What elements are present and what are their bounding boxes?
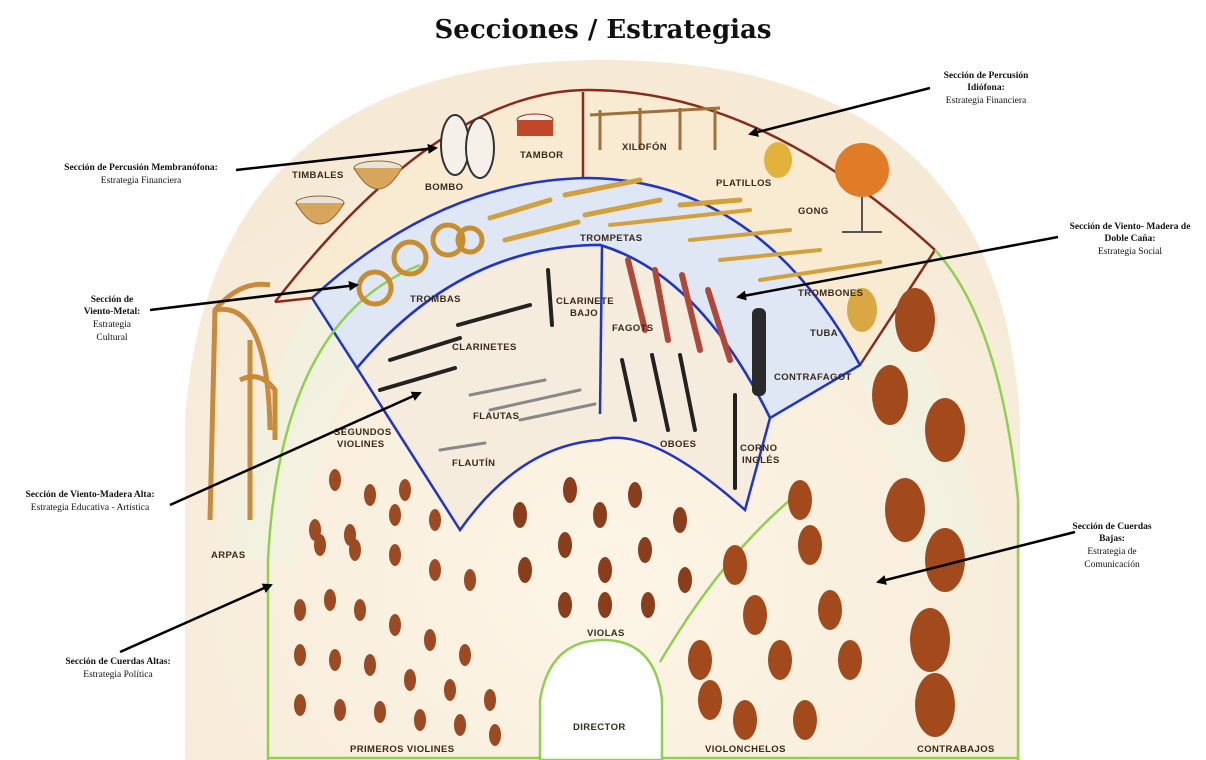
- annotation-title-line2: Bajas:: [1099, 534, 1125, 544]
- annotation-strategy: Estrategia Financiera: [101, 176, 182, 186]
- annotation-percusion-membranofona: Sección de Percusión Membranófona: Estra…: [64, 163, 218, 186]
- label-trompetas: TROMPETAS: [580, 233, 643, 244]
- contrabassoon-icon: [752, 308, 766, 396]
- annotation-title-line2: Doble Caña:: [1105, 234, 1156, 244]
- label-flautas: FLAUTAS: [473, 411, 519, 422]
- label-xilofon: XILOFÓN: [622, 141, 667, 153]
- annotation-title-line1: Sección de Cuerdas: [1072, 522, 1151, 532]
- annotation-viento-madera-alta: Sección de Viento-Madera Alta: Estrategi…: [25, 490, 154, 513]
- annotation-cuerdas-altas: Sección de Cuerdas Altas: Estrategia Pol…: [65, 657, 170, 680]
- director-podium: [540, 640, 662, 760]
- snare-drum-icon: [517, 114, 553, 136]
- annotation-strategy-line1: Estrategia de: [1087, 547, 1136, 557]
- label-timbales: TIMBALES: [292, 170, 344, 181]
- annotation-strategy-line1: Estrategia: [93, 320, 132, 330]
- annotation-strategy: Estrategia Social: [1098, 247, 1162, 257]
- annotation-title: Sección de Viento-Madera Alta:: [25, 490, 154, 500]
- label-clarinete-bajo-line1: CLARINETE: [556, 296, 614, 307]
- label-violonchelos: VIOLONCHELOS: [705, 744, 786, 755]
- annotation-title-line2: Idiófona:: [967, 83, 1004, 93]
- label-tuba: TUBA: [810, 328, 838, 339]
- label-trombas: TROMBAS: [410, 294, 461, 305]
- annotation-strategy: Estrategia Política: [83, 670, 153, 680]
- label-flautin: FLAUTÍN: [452, 458, 495, 469]
- annotation-title: Sección de Percusión Membranófona:: [64, 163, 218, 173]
- annotation-strategy: Estrategia Educativa - Artística: [31, 503, 150, 513]
- annotation-cuerdas-bajas: Sección de Cuerdas Bajas: Estrategia de …: [1072, 522, 1151, 570]
- label-bombo: BOMBO: [425, 182, 463, 193]
- label-segundos-line2: VIOLINES: [337, 439, 385, 450]
- annotation-title: Sección de Cuerdas Altas:: [65, 657, 170, 667]
- label-clarinetes: CLARINETES: [452, 342, 517, 353]
- annotation-percusion-idiofona: Sección de Percusión Idiófona: Estrategi…: [944, 71, 1030, 106]
- label-trombones: TROMBONES: [798, 288, 863, 299]
- label-contrabajos: CONTRABAJOS: [917, 744, 995, 755]
- annotation-strategy-line2: Comunicación: [1084, 560, 1140, 570]
- annotation-viento-metal: Sección de Viento-Metal: Estrategia Cult…: [84, 295, 141, 343]
- label-oboes: OBOES: [660, 439, 696, 450]
- label-clarinete-bajo-line2: BAJO: [570, 308, 598, 319]
- label-corno-line1: CORNO: [740, 443, 777, 454]
- annotation-title-line1: Sección de Percusión: [944, 71, 1030, 81]
- annotation-title-line1: Sección de: [91, 295, 133, 305]
- cymbal-icon: [764, 142, 792, 178]
- label-platillos: PLATILLOS: [716, 178, 772, 189]
- label-violas: VIOLAS: [587, 628, 625, 639]
- label-contrafagot: CONTRAFAGOT: [774, 372, 852, 383]
- annotation-strategy: Estrategia Financiera: [946, 96, 1027, 106]
- label-primeros-violines: PRIMEROS VIOLINES: [350, 744, 454, 755]
- label-director: DIRECTOR: [573, 722, 626, 733]
- annotation-title-line2: Viento-Metal:: [84, 307, 141, 317]
- label-fagots: FAGOTS: [612, 323, 653, 334]
- annotation-strategy-line2: Cultural: [96, 333, 127, 343]
- label-arpas: ARPAS: [211, 550, 246, 561]
- annotation-title-line1: Sección de Viento- Madera de: [1070, 222, 1191, 232]
- label-corno-line2: INGLÉS: [742, 455, 780, 466]
- label-tambor: TAMBOR: [520, 150, 563, 161]
- annotation-viento-madera-doble: Sección de Viento- Madera de Doble Caña:…: [1070, 222, 1191, 257]
- diagram-title: Secciones / Estrategias: [435, 15, 772, 45]
- label-gong: GONG: [798, 206, 829, 217]
